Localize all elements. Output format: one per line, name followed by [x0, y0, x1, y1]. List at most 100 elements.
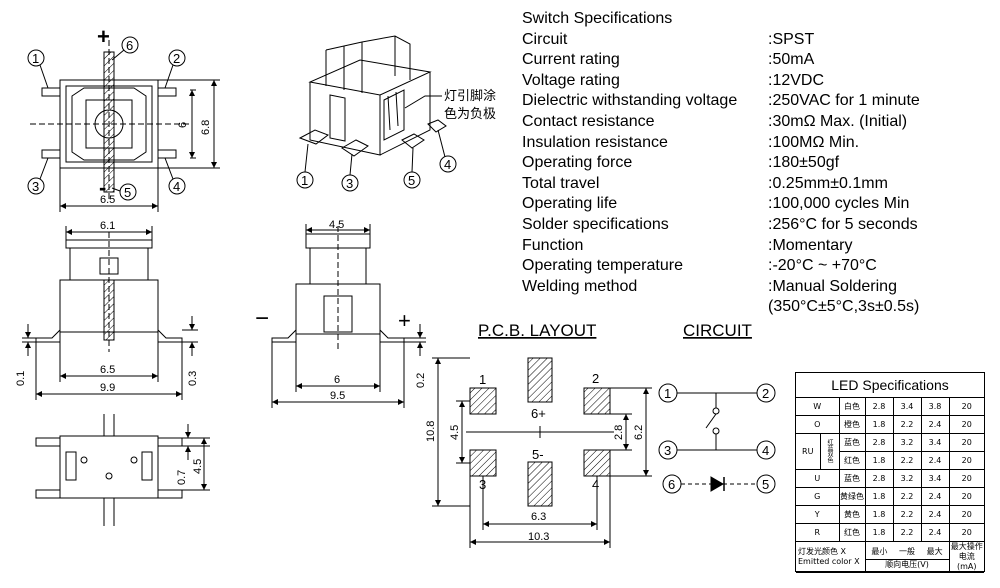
led-vf-max: 2.4	[920, 415, 950, 434]
led-vf-typ: 2.2	[892, 523, 922, 542]
led-max-current: 20	[948, 523, 984, 542]
top-view-labels: 1 2 3 4 6 5 + - 6.5 6 6.8	[32, 24, 212, 206]
pcb-dim-6-3: 6.3	[531, 511, 546, 523]
led-footer-typ: 一般	[898, 546, 915, 556]
spec-value: :180±50gf	[768, 154, 840, 172]
spec-value: :-20°C ~ +70°C	[768, 257, 877, 275]
pcb-title: P.C.B. LAYOUT	[478, 321, 596, 340]
iso-pin-4: 4	[444, 157, 451, 172]
top-pin-3: 3	[32, 179, 39, 194]
spec-value: :0.25mm±0.1mm	[768, 174, 888, 192]
led-vf-min: 2.8	[864, 469, 894, 488]
specs-title: Switch Specifications	[522, 10, 673, 27]
led-color: 蓝色	[838, 433, 866, 452]
led-color: 黄色	[838, 505, 866, 524]
led-code: U	[796, 469, 840, 488]
top-pin-4: 4	[173, 179, 180, 194]
led-footer-current-label: 最大操作电流	[950, 542, 983, 561]
led-vf-min: 2.8	[864, 433, 894, 452]
spec-value: :250VAC for 1 minute	[768, 92, 920, 110]
led-footer-min: 最小	[871, 546, 888, 556]
led-max-current: 20	[948, 505, 984, 524]
table-row: RU 红蓝双色 蓝色 2.8 3.2 3.4 20	[796, 433, 984, 470]
side-view-labels: 4.5 6 9.5 0.2 − +	[255, 219, 427, 402]
led-specifications: LED Specifications W 白色 2.8 3.4 3.8 20 O…	[795, 372, 985, 573]
pcb-dim-10-3: 10.3	[528, 531, 549, 543]
led-vf-typ: 2.2	[892, 451, 922, 470]
pcb-pad-label-4: 4	[592, 477, 599, 492]
circuit-node-6: 6	[668, 477, 675, 492]
led-code: G	[796, 487, 840, 506]
led-footer-label-cn: 灯发光颜色 X	[798, 547, 847, 556]
pcb-dim-6-2: 6.2	[633, 425, 645, 440]
spec-key: Operating force	[522, 154, 633, 172]
side-plus-sign: +	[398, 308, 411, 333]
led-footer-current-unit: (mA)	[956, 562, 977, 571]
led-vf-max: 2.4	[920, 505, 950, 524]
side-view	[271, 224, 426, 408]
spec-value: :30mΩ Max. (Initial)	[768, 112, 908, 130]
front-view-labels: 6.1 6.5 9.9 0.1 0.3	[15, 220, 199, 394]
led-vf-max: 2.4	[920, 451, 950, 470]
bottom-dim-0-7: 0.7	[176, 470, 188, 485]
led-code: W	[796, 398, 840, 416]
bottom-view	[35, 414, 210, 526]
top-pin-2: 2	[173, 51, 180, 66]
pcb-layout-labels: P.C.B. LAYOUT 1 2 3 4 6+ 5- 10.8 4.5 2.8…	[425, 321, 645, 543]
front-view	[22, 226, 198, 400]
led-max-current: 20	[948, 415, 984, 434]
pcb-pad-label-2: 2	[592, 371, 599, 386]
front-dim-6-1: 6.1	[100, 220, 115, 232]
pcb-layout	[432, 357, 652, 548]
led-vf-typ: 2.2	[892, 487, 922, 506]
spec-value: :100MΩ Min.	[768, 133, 860, 151]
bottom-dim-4-5: 4.5	[192, 459, 204, 474]
led-color: 蓝色	[838, 469, 866, 488]
led-vf-typ: 3.2	[892, 433, 922, 452]
pcb-pad-label-1: 1	[479, 372, 486, 387]
spec-key: Operating life	[522, 195, 618, 213]
iso-view-labels: 1 3 5 4 灯引脚涂 色为负极	[301, 88, 496, 191]
spec-key: Circuit	[522, 30, 568, 48]
led-vf-max: 3.8	[920, 398, 950, 416]
led-vf-min: 1.8	[864, 487, 894, 506]
led-color: 黄绿色	[838, 487, 866, 506]
spec-key: Solder specifications	[522, 215, 669, 233]
side-dim-6: 6	[334, 374, 340, 386]
pcb-pad-3	[469, 449, 497, 477]
spec-value: :256°C for 5 seconds	[768, 215, 918, 233]
led-max-current: 20	[948, 398, 984, 416]
front-dim-0-1: 0.1	[15, 371, 27, 386]
table-row: U 蓝色 2.8 3.2 3.4 20	[796, 469, 984, 488]
led-vf-max: 2.4	[920, 487, 950, 506]
circuit-title: CIRCUIT	[683, 321, 752, 340]
spec-value: :100,000 cycles Min	[768, 195, 910, 213]
bottom-view-labels: 0.7 4.5	[176, 459, 204, 485]
led-code: Y	[796, 505, 840, 524]
top-dim-width: 6.5	[100, 194, 115, 206]
led-vf-typ: 3.4	[892, 398, 922, 416]
led-polarity-note-2: 色为负极	[444, 106, 496, 122]
led-vf-typ: 2.2	[892, 415, 922, 434]
led-color: 红色	[839, 451, 866, 470]
led-vf-min: 1.8	[864, 415, 894, 434]
led-polarity-note-1: 灯引脚涂	[444, 88, 496, 104]
side-dim-0-2: 0.2	[415, 373, 427, 388]
pcb-led-minus-label: 5-	[532, 447, 544, 462]
front-dim-9-9: 9.9	[100, 382, 115, 394]
led-color: 橙色	[838, 415, 866, 434]
circuit-node-5: 5	[762, 477, 769, 492]
led-code: O	[796, 415, 840, 434]
led-vf-typ: 3.2	[892, 469, 922, 488]
circuit-node-2: 2	[762, 386, 769, 401]
led-table-footer: 灯发光颜色 X Emitted color X 最小 一般 最大 顺向电压(V)…	[796, 541, 984, 573]
pcb-dim-4-5: 4.5	[449, 425, 461, 440]
circuit-node-3: 3	[664, 443, 671, 458]
led-footer-label-en: Emitted color X	[798, 557, 860, 566]
side-minus-sign: −	[255, 305, 269, 332]
pcb-dim-10-8: 10.8	[425, 421, 437, 442]
led-vf-min: 1.8	[864, 451, 894, 470]
spec-key: Welding method	[522, 277, 638, 295]
spec-key: Dielectric withstanding voltage	[522, 92, 738, 110]
